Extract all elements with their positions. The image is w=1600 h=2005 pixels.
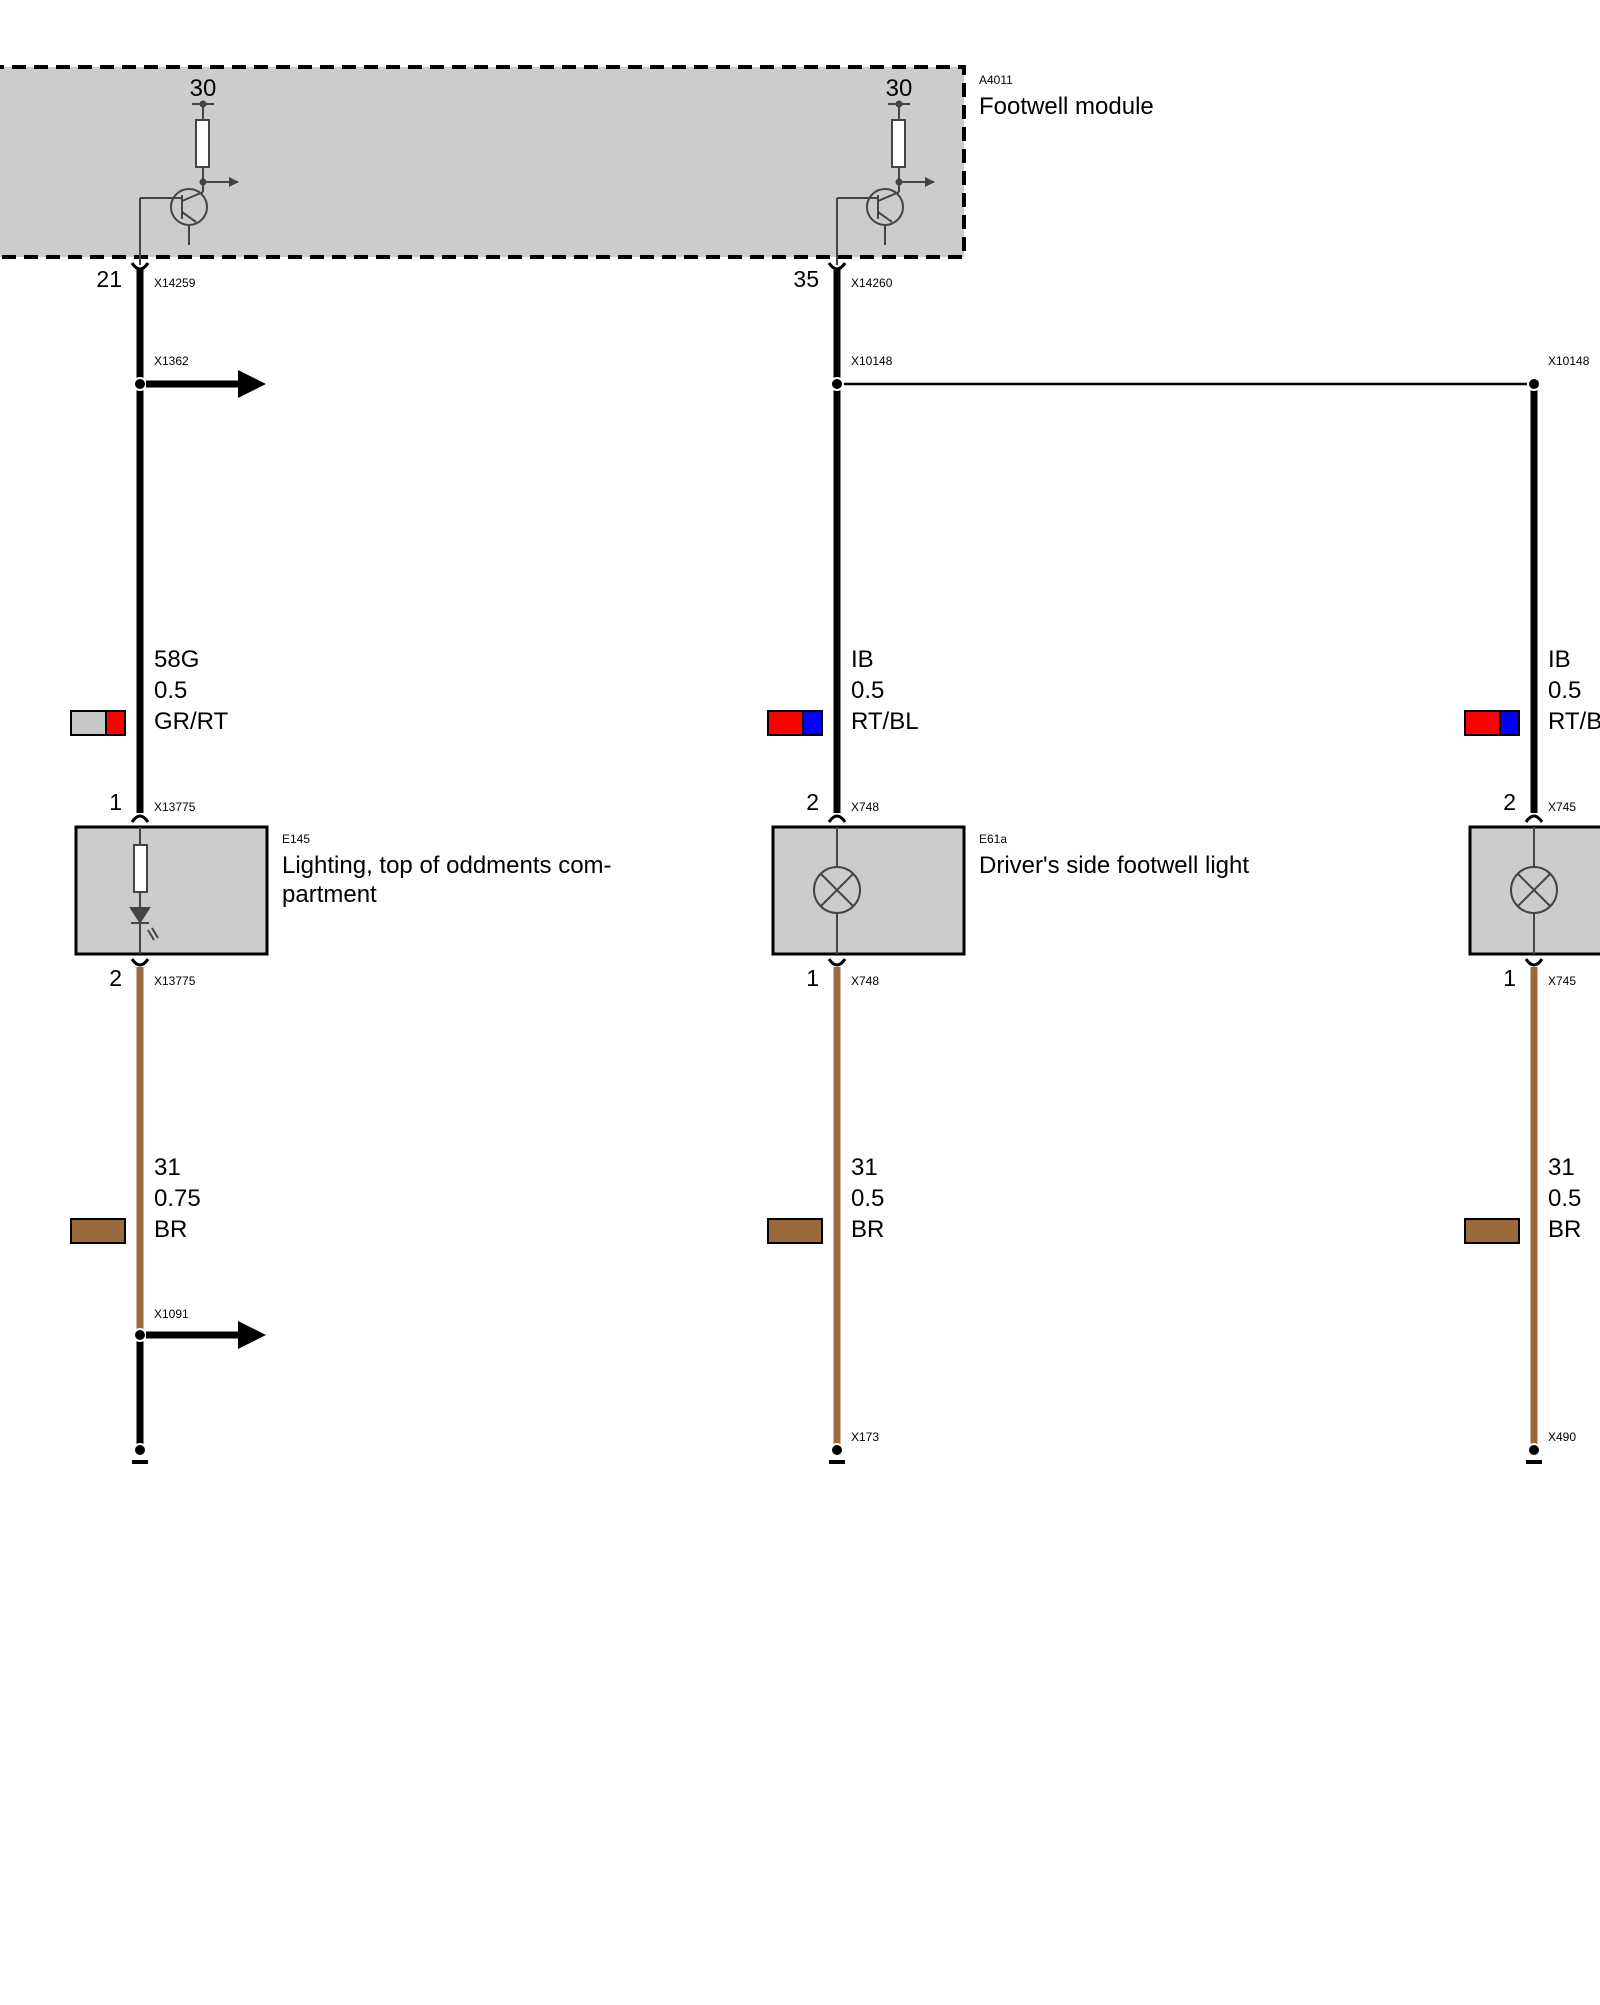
splice-dot xyxy=(133,1328,147,1342)
wire-mid-top-gauge: 0.5 xyxy=(851,677,884,704)
module-conn-right: X14260 xyxy=(851,276,893,290)
connector-mark xyxy=(130,958,150,967)
e61a-pin-bottom: 1 xyxy=(806,965,819,991)
wire-mid-top-color: RT/BL xyxy=(851,708,919,735)
e61a-conn-bottom: X748 xyxy=(851,974,879,988)
wire-color-swatch xyxy=(767,710,823,736)
right-lamp-conn-top: X745 xyxy=(1548,800,1576,814)
e145-pin-top: 1 xyxy=(109,789,122,815)
splice-left-label: X1362 xyxy=(154,354,189,368)
wire-mid-bottom-gauge: 0.5 xyxy=(851,1185,884,1212)
e145-conn-bottom: X13775 xyxy=(154,974,196,988)
footwell-module-box xyxy=(0,65,966,259)
e145-id: E145 xyxy=(282,832,310,846)
e61a-id: E61a xyxy=(979,832,1007,846)
wire-right-bottom-gauge: 0.5 xyxy=(1548,1185,1581,1212)
module-pin-right: 35 xyxy=(793,266,819,292)
splice-dot xyxy=(830,377,844,391)
module-name: Footwell module xyxy=(979,93,1154,120)
splice-right-label: X10148 xyxy=(1548,354,1590,368)
wire-color-swatch xyxy=(70,710,126,736)
wire-right-top-color: RT/BL xyxy=(1548,708,1600,735)
wire-mid-bottom-signal: 31 xyxy=(851,1154,878,1181)
splice-mid-label: X10148 xyxy=(851,354,893,368)
connector-mark xyxy=(130,814,150,823)
wire-mid-top-signal: IB xyxy=(851,646,874,673)
wire-left-top-gauge: 0.5 xyxy=(154,677,187,704)
connector-mark xyxy=(827,262,847,271)
connector-mark xyxy=(1524,814,1544,823)
ground-terminal-icon xyxy=(1526,1443,1542,1464)
ground-terminal-icon xyxy=(132,1443,148,1464)
wire-mid-bottom-color: BR xyxy=(851,1216,884,1243)
right-lamp-conn-bottom: X745 xyxy=(1548,974,1576,988)
ground-terminal-icon xyxy=(829,1443,845,1464)
wire-left-top-color: GR/RT xyxy=(154,708,229,735)
module-id: A4011 xyxy=(979,73,1013,87)
wire-color-swatch xyxy=(767,1218,823,1244)
wire-color-swatch xyxy=(70,1218,126,1244)
module-driver-left xyxy=(139,103,239,265)
wire-right-top-gauge: 0.5 xyxy=(1548,677,1581,704)
wire-left-bottom-gauge: 0.75 xyxy=(154,1185,201,1212)
e61a-conn-top: X748 xyxy=(851,800,879,814)
wire-right-bottom-color: BR xyxy=(1548,1216,1581,1243)
e145-name-line1: Lighting, top of oddments com- xyxy=(282,852,612,879)
splice-dot xyxy=(1527,377,1541,391)
wire-color-swatch xyxy=(1464,710,1520,736)
e61a-pin-top: 2 xyxy=(806,789,819,815)
wire-left-bottom-color: BR xyxy=(154,1216,187,1243)
splice-dot xyxy=(133,377,147,391)
module-pin-left: 21 xyxy=(96,266,122,292)
lamp-symbol-icon xyxy=(1510,827,1558,954)
wire-left-top-signal: 58G xyxy=(154,646,199,673)
ground-splice-arrow[interactable] xyxy=(146,1321,266,1349)
right-lamp-pin-top: 2 xyxy=(1503,789,1516,815)
e145-conn-top: X13775 xyxy=(154,800,196,814)
module-supply-right: 30 xyxy=(886,75,913,102)
wire-left-bottom-signal: 31 xyxy=(154,1154,181,1181)
connector-mark xyxy=(827,958,847,967)
wire-right-top-signal: IB xyxy=(1548,646,1571,673)
lamp-symbol-icon xyxy=(813,827,861,954)
ground-left-splice-label: X1091 xyxy=(154,1307,189,1321)
led-symbol-icon xyxy=(129,827,159,954)
wire-right-bottom-signal: 31 xyxy=(1548,1154,1575,1181)
component-e145[interactable] xyxy=(74,825,269,956)
footwell-module[interactable] xyxy=(0,65,966,259)
connector-mark xyxy=(827,814,847,823)
right-lamp-pin-bottom: 1 xyxy=(1503,965,1516,991)
ground-right-label: X490 xyxy=(1548,1430,1576,1444)
e145-pin-bottom: 2 xyxy=(109,965,122,991)
splice-left-arrow[interactable] xyxy=(146,370,266,398)
connector-mark xyxy=(130,262,150,271)
module-conn-left: X14259 xyxy=(154,276,196,290)
module-supply-left: 30 xyxy=(190,75,217,102)
connector-mark xyxy=(1524,958,1544,967)
ground-mid-label: X173 xyxy=(851,1430,879,1444)
e61a-name: Driver's side footwell light xyxy=(979,852,1249,879)
e145-name-line2: partment xyxy=(282,881,377,908)
component-e61a[interactable] xyxy=(771,825,966,956)
wire-color-swatch xyxy=(1464,1218,1520,1244)
